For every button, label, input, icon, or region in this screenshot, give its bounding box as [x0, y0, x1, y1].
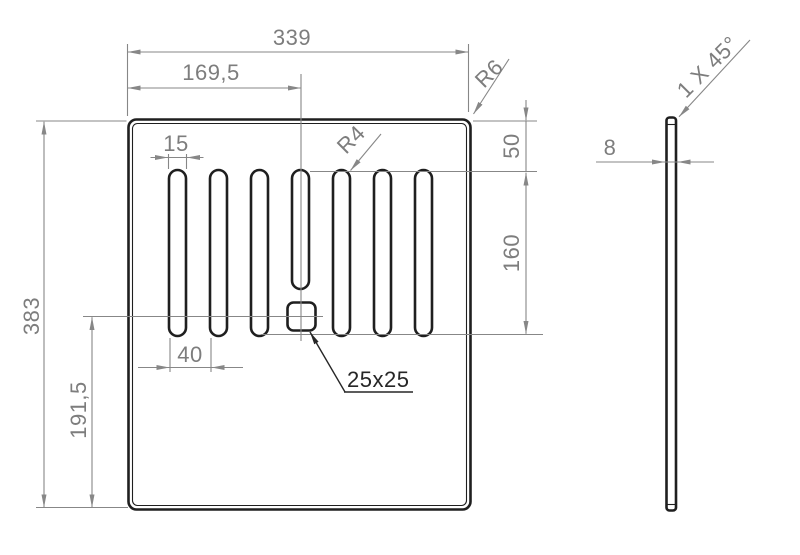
- dim-slot-width: 15: [150, 131, 204, 169]
- slot-outline-2: [208, 168, 229, 338]
- dim-text-square-offset: 191,5: [66, 381, 91, 439]
- dim-center-offset: 169,5: [127, 60, 301, 91]
- side-profile-outline: [665, 116, 678, 512]
- slot-outline-5: [331, 168, 352, 338]
- callout-chamfer: 1 X 45°: [672, 31, 751, 118]
- centerlines: [83, 74, 323, 341]
- dim-text-square-callout: 25x25: [347, 367, 409, 392]
- dim-text-overall-height: 383: [19, 297, 44, 335]
- slot-outline-3: [249, 168, 270, 338]
- dim-text-overall-width: 339: [273, 25, 311, 50]
- leader-line: [473, 58, 510, 115]
- leader-line: [309, 331, 346, 393]
- slot-outline-1: [167, 168, 188, 338]
- leader-line: [350, 133, 382, 171]
- dim-text-chamfer: 1 X 45°: [672, 31, 743, 102]
- dim-text-slot-length: 160: [499, 234, 524, 272]
- dim-text-slot-pitch: 40: [177, 342, 202, 367]
- dim-text-corner-radius: R6: [470, 54, 508, 92]
- side-view: [665, 116, 678, 512]
- leader-line: [678, 39, 751, 118]
- dim-overall-height: 383: [19, 120, 128, 509]
- slot-outline-7: [413, 168, 434, 338]
- dim-thickness: 8: [596, 135, 714, 165]
- dim-square-offset: 191,5: [66, 317, 95, 508]
- callout-corner-radius: R6: [470, 54, 510, 115]
- dim-text-slot-width: 15: [163, 131, 188, 156]
- dim-text-thickness: 8: [604, 135, 617, 160]
- callout-square-hole: 25x25: [309, 331, 413, 393]
- slot-outline-6: [372, 168, 393, 338]
- front-view: [127, 118, 472, 511]
- plate-chamfer-edge: [131, 122, 468, 507]
- dim-slot-pitch: 40: [138, 338, 243, 372]
- dim-text-center-offset: 169,5: [182, 60, 240, 85]
- dim-overall-width: 339: [126, 25, 470, 116]
- dim-top-margin-and-slot-length: 50 160: [262, 100, 543, 336]
- dim-text-top-margin: 50: [499, 133, 524, 158]
